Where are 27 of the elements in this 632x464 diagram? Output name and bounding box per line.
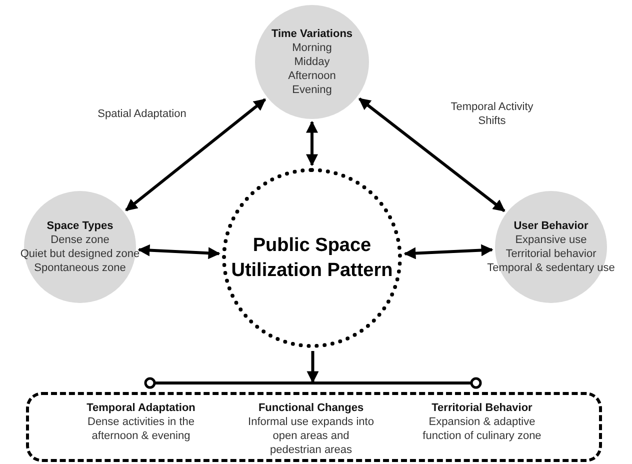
block-heading: Functional Changes	[258, 401, 364, 415]
block-text: Dense activities in the afternoon & evening	[86, 415, 196, 443]
central-title: Public Space Utilization Pattern	[230, 234, 394, 283]
block-heading: Temporal Adaptation	[86, 401, 196, 415]
circle-heading: Space Types	[46, 219, 114, 233]
list-item: Spontaneous zone	[34, 261, 126, 275]
block-text: Informal use expands into open areas and pedestrian areas	[247, 415, 375, 457]
circle-heading: User Behavior	[514, 219, 588, 233]
arrow	[306, 120, 318, 166]
list-item: Temporal & sedentary use	[487, 261, 615, 275]
list-item: Midday	[294, 55, 330, 69]
list-item: Morning	[292, 41, 332, 55]
arrow	[358, 98, 506, 212]
list-item: Expansive use	[515, 233, 587, 247]
arrow	[306, 351, 319, 384]
list-item: Dense zone	[50, 233, 110, 247]
list-item: Evening	[292, 83, 332, 97]
dashed-box	[26, 392, 602, 462]
branch-bar	[144, 377, 482, 389]
list-item: Afternoon	[288, 69, 336, 83]
list-item: Territorial behavior	[506, 247, 596, 261]
circle-heading: Time Variations	[271, 27, 353, 41]
block-text: Expansion & adaptive function of culinary zone	[422, 415, 542, 443]
block-heading: Territorial Behavior	[432, 401, 532, 415]
list-item: Quiet but designed zone	[20, 247, 140, 261]
arrow	[125, 98, 266, 212]
arrow	[138, 244, 220, 260]
